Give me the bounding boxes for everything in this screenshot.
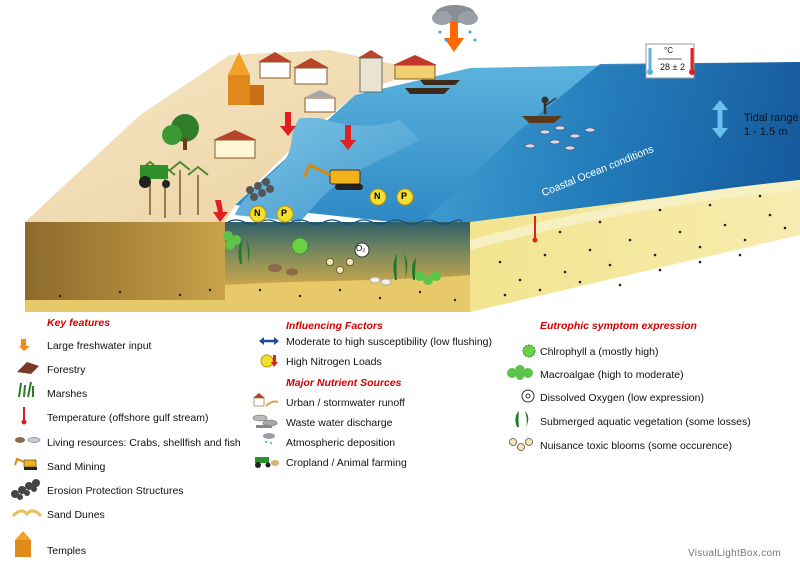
legend-temples: Temples: [47, 545, 87, 557]
water-cross-section: [225, 222, 470, 285]
tidal-range-label: Tidal range: [744, 112, 799, 124]
rain-cloud: [432, 5, 478, 52]
freshwater-arrow-icon: [19, 339, 30, 351]
seagrass-icon: [515, 411, 529, 427]
legend-seagrass: Submerged aquatic vegetation (some losse…: [540, 416, 751, 428]
legend-marshes: Marshes: [47, 388, 88, 400]
macroalgae-cluster: [223, 231, 441, 285]
nutrient-sources-title: Major Nutrient Sources: [286, 377, 402, 389]
n-label-1: N: [254, 208, 261, 218]
legend-macroalgae: Macroalgae (high to moderate): [540, 369, 684, 381]
nitrogen-icon: [260, 354, 278, 368]
urban-icon: [253, 393, 279, 407]
legend-freshwater: Large freshwater input: [47, 340, 152, 352]
dune-icon: [12, 509, 42, 518]
legend-nitrogen: High Nitrogen Loads: [286, 356, 382, 368]
thermometer-icon: [21, 407, 27, 425]
legend-forestry: Forestry: [47, 364, 86, 376]
legend-atmospheric: Atmospheric deposition: [286, 437, 396, 449]
land-cross-section: [25, 222, 225, 300]
beach-dots: [58, 194, 787, 302]
chlorophyll-icon: [522, 344, 536, 358]
sand-bottom: [25, 275, 470, 312]
oxygen-bubble: [354, 242, 370, 258]
legend-toxic-blooms: Nuisance toxic blooms (some occurence): [540, 440, 732, 452]
toxic-bloom-icon: [509, 438, 533, 451]
key-features-title: Key features: [47, 317, 111, 329]
temp-unit: °C: [664, 46, 673, 55]
village-houses: [213, 50, 437, 159]
legend-sand-mining: Sand Mining: [47, 461, 106, 473]
macroalgae-icon: [507, 365, 533, 380]
seagrass: [238, 240, 416, 280]
beach-side: [470, 180, 800, 312]
fisherman-boat: [522, 96, 562, 123]
freshwater-arrows: [213, 112, 356, 222]
tetrapod-icon: [11, 479, 40, 500]
crabs: [268, 264, 298, 276]
tidal-arrow: [712, 100, 728, 138]
oxygen-icon: [521, 389, 535, 403]
water-edge-wave: [227, 219, 463, 225]
water-thermometer: [532, 216, 538, 243]
oxygen-label: O₂: [356, 244, 366, 253]
legend-oxygen: Dissolved Oxygen (low expression): [540, 392, 704, 404]
legend-susceptibility: Moderate to high susceptibility (low flu…: [286, 336, 493, 348]
fish-school: [524, 125, 596, 151]
legend-sand-dunes: Sand Dunes: [47, 509, 105, 521]
pipe-icon: [252, 414, 278, 428]
tractor-icon: [255, 457, 279, 468]
legend-cropland: Cropland / Animal farming: [286, 457, 407, 469]
tidal-range-value: 1 - 1.5 m: [744, 126, 788, 138]
rain-cloud-icon: [263, 433, 275, 444]
temple: [228, 52, 264, 105]
legend-living-resources: Living resources: Crabs, shellfish and f…: [47, 437, 241, 449]
temple-icon: [15, 531, 31, 557]
legend-urban: Urban / stormwater runoff: [286, 397, 405, 409]
p-label-1: P: [281, 208, 288, 218]
shells: [369, 276, 392, 286]
crab-fish-icon: [15, 437, 41, 443]
excavator: [302, 162, 363, 190]
legend-wastewater: Waste water discharge: [286, 417, 393, 429]
watermark: VisualLightBox.com: [688, 548, 782, 559]
legend-temperature: Temperature (offshore gulf stream): [47, 412, 209, 424]
marsh-icon: [18, 381, 34, 398]
p-label-2: P: [401, 191, 408, 201]
tetrapods: [246, 178, 274, 201]
excavator-icon: [14, 457, 37, 470]
eutrophic-title: Eutrophic symptom expression: [540, 320, 697, 332]
legend-chlorophyll: Chlrophyll a (mostly high): [540, 346, 659, 358]
temp-value: 28 ± 2: [660, 62, 685, 72]
np-circles: [249, 188, 414, 223]
forestry-icon: [17, 362, 39, 374]
toxic-blooms: [326, 258, 354, 274]
legend-erosion: Erosion Protection Structures: [47, 485, 184, 497]
river: [235, 118, 420, 222]
double-arrow-icon: [259, 337, 279, 345]
shore-boats: [405, 80, 460, 94]
chlorophyll-blob: [291, 237, 309, 255]
tractor: [139, 165, 170, 188]
n-label-2: N: [374, 191, 381, 201]
temperature-box: [645, 43, 695, 79]
influencing-title: Influencing Factors: [286, 320, 383, 332]
